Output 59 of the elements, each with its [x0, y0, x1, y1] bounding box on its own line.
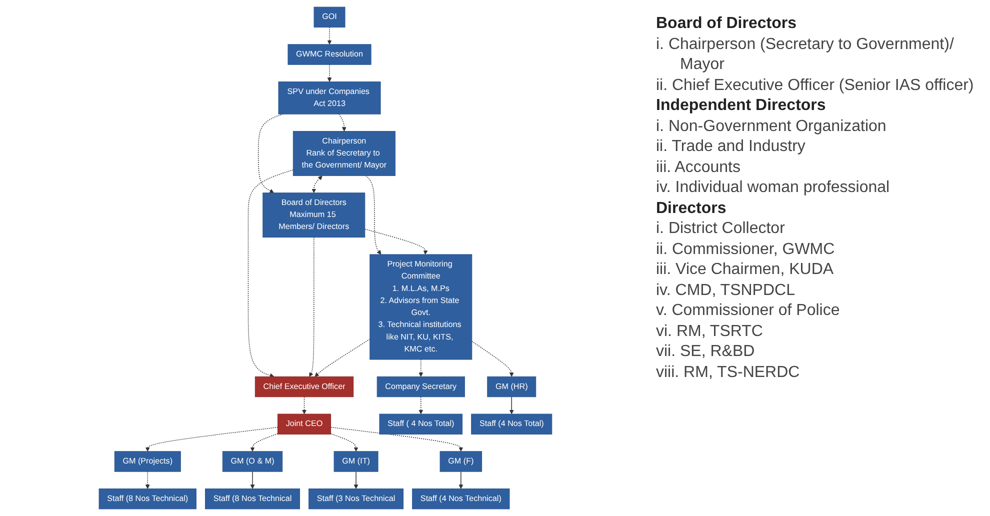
arrow: [353, 471, 358, 489]
node-box: Company Secretary: [376, 376, 464, 398]
list-item: v. Commissioner of Police: [656, 301, 841, 321]
node-box: GOI: [313, 6, 345, 28]
list-item: i. Non-Government Organization: [656, 116, 888, 136]
list-item: ii. Chief Executive Officer (Senior IAS officer): [656, 76, 974, 96]
arrow: [365, 175, 381, 255]
section-heading: Directors: [656, 198, 728, 218]
list-item: iii. Vice Chairmen, KUDA: [656, 260, 835, 280]
list-item: ii. Commissioner, GWMC: [656, 240, 836, 260]
arrow: [326, 64, 332, 82]
node-box: Staff (8 Nos Technical: [204, 488, 300, 510]
node-box: Staff (4 Nos Total): [470, 414, 552, 434]
node-box: Chairperson Rank of Secretary to the Government/ Mayor: [292, 131, 395, 176]
arrow: [508, 396, 514, 414]
arrow: [418, 396, 423, 414]
node-box: GM (IT): [333, 451, 378, 472]
list-item: iii. Accounts: [656, 158, 742, 178]
arrow: [144, 426, 278, 452]
node-box: GM (O & M): [222, 451, 282, 472]
arrow: [330, 433, 358, 452]
arrow: [308, 236, 314, 377]
list-item: iv. Individual woman professional: [656, 178, 891, 198]
node-box: Board of Directors Maximum 15 Members/ Directors: [262, 192, 365, 238]
node-box: GM (Projects): [114, 451, 180, 472]
node-box: Staff (4 Nos Technical): [412, 488, 510, 510]
arrow: [314, 338, 370, 377]
arrow: [247, 169, 294, 378]
list-item: vii. SE, R&BD: [656, 342, 756, 362]
arrow: [302, 396, 306, 414]
arrow: [326, 26, 332, 45]
arrow: [250, 471, 254, 489]
list-item: vi. RM, TSRTC: [656, 322, 764, 342]
section-heading: Independent Directors: [656, 96, 827, 116]
node-box: Project Monitoring Committee 1. M.L.As, M.Ps 2. Advisors from State Govt. 3. Technical institutions like NIT, KU, KITS, KMC etc.: [369, 254, 472, 360]
node-box: GM (HR): [486, 376, 536, 398]
arrow: [458, 471, 463, 489]
arrow: [338, 114, 346, 132]
arrow: [250, 433, 278, 452]
list-item: iv. CMD, TSNPDCL: [656, 280, 796, 300]
arrow: [330, 426, 463, 452]
arrow: [257, 114, 283, 194]
arrow: [471, 340, 514, 377]
node-box: Staff (3 Nos Technical: [308, 488, 404, 510]
node-box: SPV under Companies Act 2013: [278, 82, 380, 114]
node-box: GM (F): [439, 451, 482, 472]
node-box: Staff ( 4 Nos Total): [378, 414, 462, 434]
arrow: [311, 176, 322, 194]
node-box: GWMC Resolution: [287, 44, 371, 65]
node-box: Chief Executive Officer: [254, 376, 354, 398]
node-box: Staff (8 Nos Technical): [98, 488, 196, 510]
list-item: viii. RM, TS-NERDC: [656, 362, 801, 382]
arrow: [418, 359, 423, 377]
section-heading: Board of Directors: [656, 14, 798, 34]
list-item: i. District Collector: [656, 219, 786, 239]
list-item: ii. Trade and Industry: [656, 137, 806, 157]
arrow: [364, 228, 428, 255]
node-box: Joint CEO: [277, 414, 331, 434]
arrow: [144, 471, 150, 489]
